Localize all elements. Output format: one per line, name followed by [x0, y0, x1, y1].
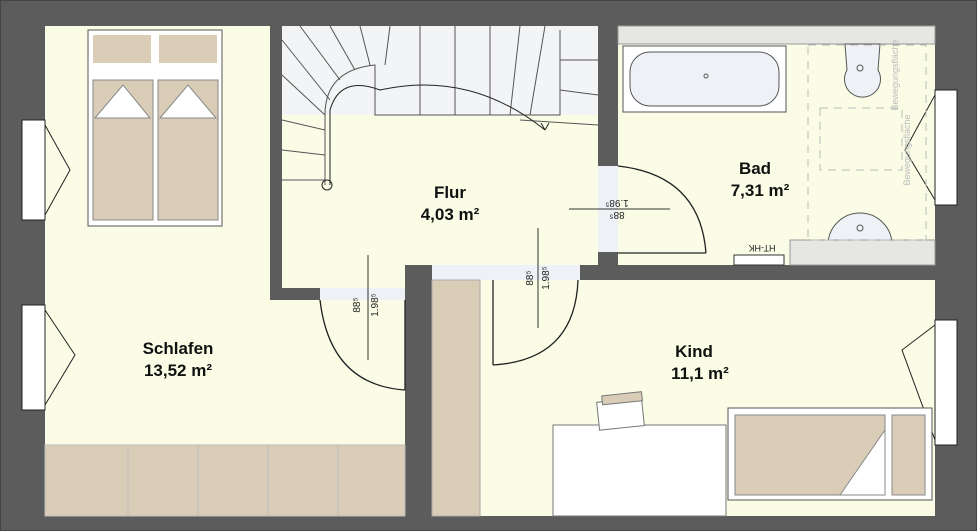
single-bed — [727, 407, 933, 501]
door-kind[interactable] — [432, 265, 580, 366]
door-width-label: 88⁵ — [352, 297, 363, 312]
heater-label: HT-HK — [749, 243, 776, 253]
chair — [596, 391, 645, 431]
stair-area — [282, 26, 598, 116]
room-area-schlafen: 13,52 m² — [144, 361, 212, 380]
door-width-label: 88⁵ — [525, 270, 536, 285]
room-name-bad: Bad — [739, 159, 771, 178]
windows — [21, 89, 958, 446]
movement-area-label: Bewegungsfläche — [902, 114, 912, 185]
door-height-label: 1.98⁵ — [605, 197, 629, 208]
wardrobe — [44, 444, 406, 517]
desk — [552, 424, 727, 517]
heater — [733, 254, 785, 266]
closet-kind — [431, 279, 481, 517]
door-schlafen[interactable] — [319, 288, 406, 391]
toilet — [844, 43, 881, 98]
movement-area — [807, 44, 927, 241]
room-area-bad: 7,31 m² — [731, 181, 790, 200]
door-height-label: 1.98⁵ — [370, 293, 381, 317]
double-bed — [87, 29, 223, 227]
room-flur-floor — [282, 115, 598, 290]
washbasin — [827, 212, 893, 246]
door-width-label: 88⁵ — [609, 209, 624, 220]
room-name-schlafen: Schlafen — [143, 339, 214, 358]
bathtub — [622, 45, 787, 113]
room-area-flur: 4,03 m² — [421, 205, 480, 224]
movement-area-label: Bewegungsfläche — [890, 39, 900, 110]
room-name-kind: Kind — [675, 342, 713, 361]
staircase — [281, 25, 599, 191]
door-height-label: 1.98⁵ — [541, 266, 552, 290]
room-name-flur: Flur — [434, 183, 466, 202]
room-area-kind: 11,1 m² — [671, 364, 729, 383]
